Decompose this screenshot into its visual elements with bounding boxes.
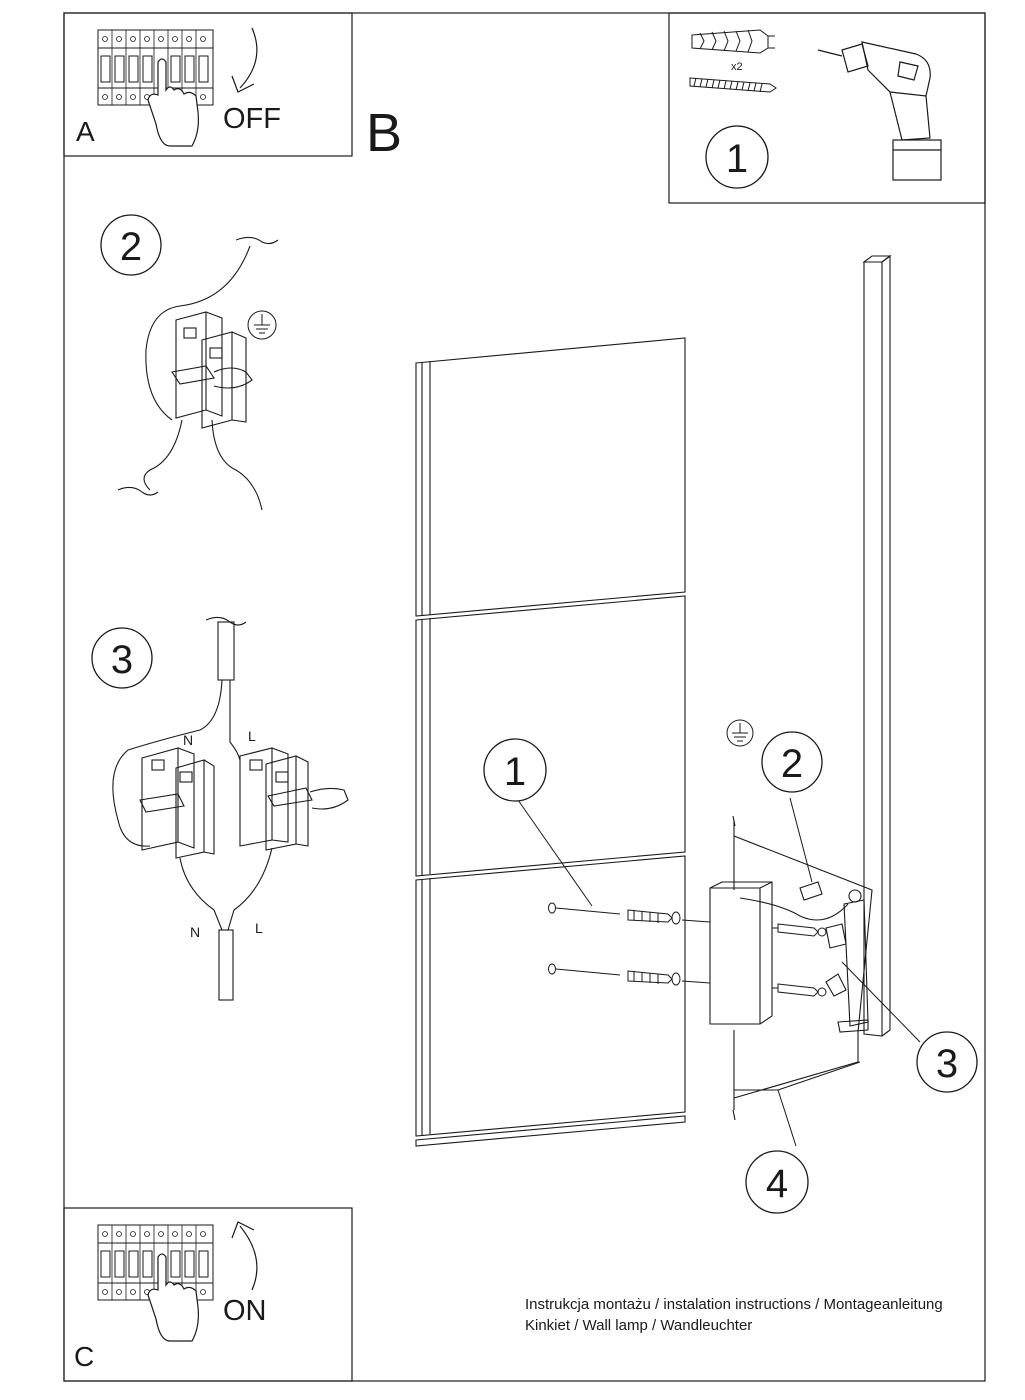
assembly-step-3-number: 3	[936, 1042, 958, 1086]
assembly-ground-icon	[726, 719, 754, 747]
mounting-assembly	[709, 815, 873, 1121]
outer-frame	[63, 12, 986, 1382]
drill-icon	[817, 41, 942, 181]
assembly-step-3-circle	[916, 1031, 978, 1093]
tools-quantity: x2	[731, 61, 743, 73]
footer-caption: Instrukcja montażu / instalation instruc…	[525, 1294, 943, 1336]
tools-box	[668, 12, 986, 204]
hand-icon-c	[147, 1253, 199, 1342]
panel-c-box	[63, 1207, 353, 1382]
wiring-step-3-illustration	[112, 616, 349, 1001]
wiring-step-2-number: 2	[120, 225, 142, 269]
wiring-step-3-circle	[91, 627, 153, 689]
panel-a-box	[63, 12, 353, 157]
tools-step-circle	[705, 125, 769, 189]
neutral-bottom-label: N	[190, 924, 200, 940]
callout-leaders	[517, 797, 921, 1147]
breaker-panel-a-illustration	[97, 29, 214, 106]
assembly-step-1-number: 1	[504, 750, 526, 794]
wall-lamp-bar	[862, 254, 892, 1037]
screws-and-plugs	[548, 902, 827, 997]
panel-c-action: ON	[223, 1295, 267, 1327]
wall-plug-icon	[691, 29, 775, 54]
wall-panels	[415, 337, 686, 1147]
panel-a-letter: A	[76, 116, 95, 147]
footer-line-2: Kinkiet / Wall lamp / Wandleuchter	[525, 1317, 753, 1334]
assembly-step-2-number: 2	[781, 742, 803, 786]
wiring-step-2-illustration	[117, 236, 279, 511]
wiring-step-3-number: 3	[111, 638, 133, 682]
on-arrow-icon	[231, 1221, 258, 1291]
tools-step-number: 1	[726, 137, 748, 181]
live-bottom-label: L	[255, 920, 263, 936]
ground-icon	[247, 310, 277, 340]
hand-icon	[147, 58, 199, 147]
assembly-step-4-number: 4	[766, 1162, 788, 1206]
panel-c-letter: C	[74, 1341, 94, 1372]
assembly-step-4-circle	[745, 1150, 809, 1214]
screw-icon	[689, 77, 777, 93]
wiring-step-2-circle	[100, 214, 162, 276]
panel-b-letter: B	[366, 103, 402, 163]
neutral-top-label: N	[183, 732, 193, 748]
off-arrow-icon	[231, 27, 258, 93]
footer-line-1: Instrukcja montażu / instalation instruc…	[525, 1296, 943, 1313]
panel-a-action: OFF	[223, 103, 281, 135]
assembly-step-2-circle	[761, 731, 823, 793]
live-top-label: L	[248, 728, 256, 744]
assembly-step-1-circle	[483, 738, 547, 802]
